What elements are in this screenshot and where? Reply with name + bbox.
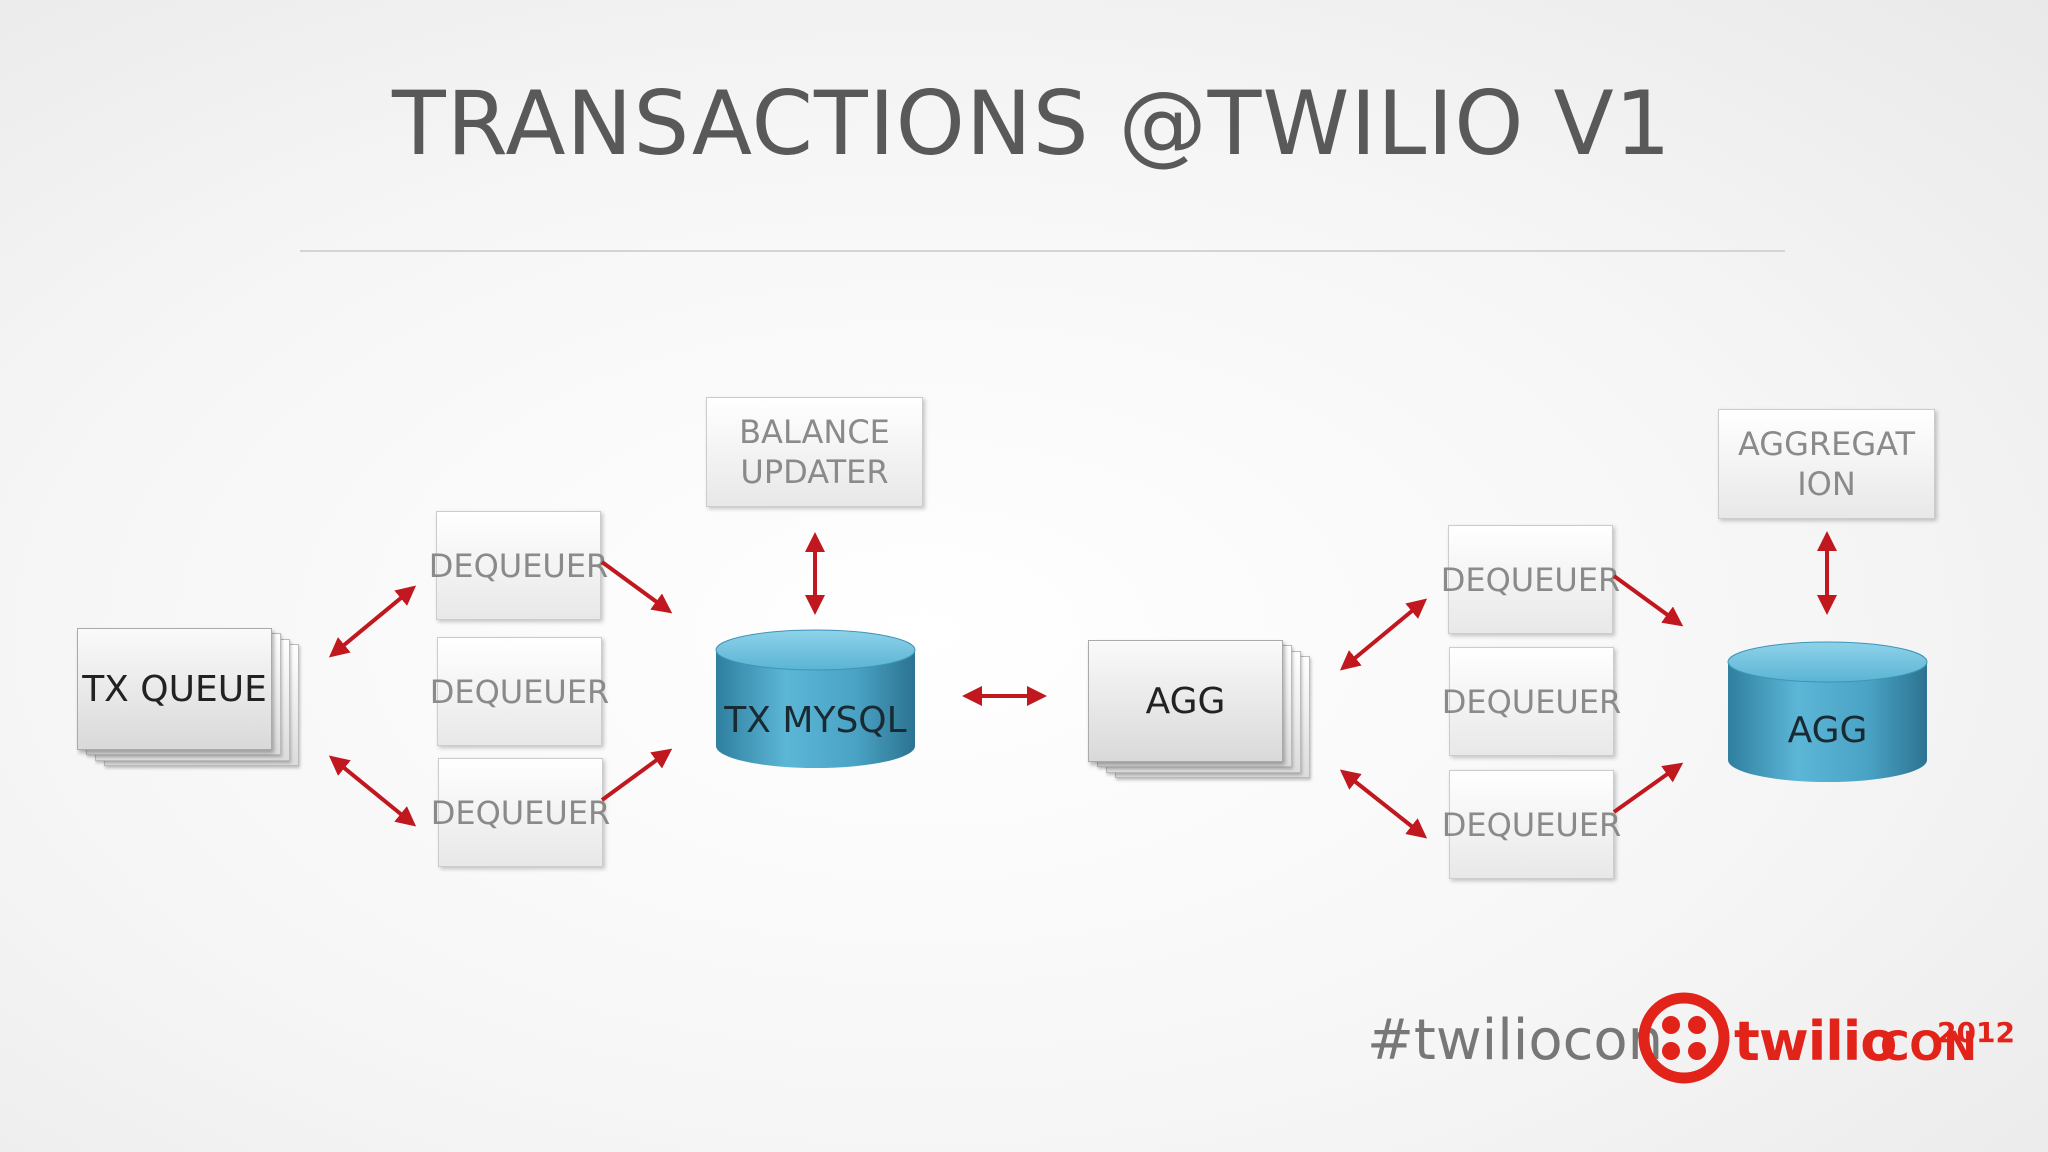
arrow-agg-dequeuer-bottom: [1339, 769, 1428, 839]
dequeuer-right-3: DEQUEUER: [1442, 770, 1621, 879]
twilio-logo-wordmark: twilio: [1734, 1010, 1897, 1073]
slide-title: TRANSACTIONS @TWILIO V1: [392, 72, 1672, 175]
tx-queue-label: TX QUEUE: [77, 628, 272, 750]
aggregation-line2: ION: [1797, 465, 1856, 503]
arrow-queue-dequeuer-bottom: [328, 755, 417, 827]
arrow-rdequeuer3-agg: [1612, 762, 1684, 814]
tx-mysql-database: TX MYSQL: [714, 628, 917, 773]
arrow-dequeuer3-mysql: [600, 748, 673, 802]
dequeuer-right-2: DEQUEUER: [1442, 647, 1621, 756]
dequeuer-left-2-label: DEQUEUER: [429, 672, 610, 711]
balance-updater: BALANCE UPDATER: [706, 397, 923, 507]
dequeuer-right-1-label: DEQUEUER: [1440, 560, 1621, 599]
dequeuer-left-2: DEQUEUER: [430, 637, 609, 746]
aggregation-line1: AGGREGAT: [1737, 425, 1916, 463]
tx-mysql-cylinder-icon: [715, 629, 916, 768]
twilio-logo-year: 2012: [1937, 1016, 2015, 1049]
tx-mysql-label: TX MYSQL: [724, 700, 907, 741]
aggregation: AGGREGAT ION: [1718, 409, 1935, 519]
agg-database: AGG: [1726, 640, 1929, 787]
title-divider: [300, 250, 1785, 252]
agg-cylinder-icon: [1727, 641, 1928, 782]
dequeuer-left-3: DEQUEUER: [431, 758, 610, 867]
arrow-dequeuer1-mysql: [600, 560, 673, 614]
agg-db-label: AGG: [1787, 710, 1868, 751]
dequeuer-left-1: DEQUEUER: [429, 511, 608, 620]
dequeuer-left-1-label: DEQUEUER: [428, 546, 609, 585]
arrow-agg-dequeuer-top: [1339, 598, 1428, 671]
balance-updater-line2: UPDATER: [740, 453, 889, 491]
twilio-logo-icon: [1638, 992, 1730, 1088]
twilio-logo-con: CON: [1880, 1024, 1977, 1070]
dequeuer-left-3-label: DEQUEUER: [430, 793, 611, 832]
arrow-queue-dequeuer-top: [328, 585, 417, 658]
arrow-rdequeuer1-agg: [1612, 574, 1684, 627]
dequeuer-right-3-label: DEQUEUER: [1441, 805, 1622, 844]
balance-updater-line1: BALANCE: [739, 413, 890, 451]
agg-queue-label: AGG: [1088, 640, 1283, 762]
dequeuer-right-1: DEQUEUER: [1441, 525, 1620, 634]
dequeuer-right-2-label: DEQUEUER: [1441, 682, 1622, 721]
hashtag-text: #twiliocon: [1367, 1008, 1664, 1073]
